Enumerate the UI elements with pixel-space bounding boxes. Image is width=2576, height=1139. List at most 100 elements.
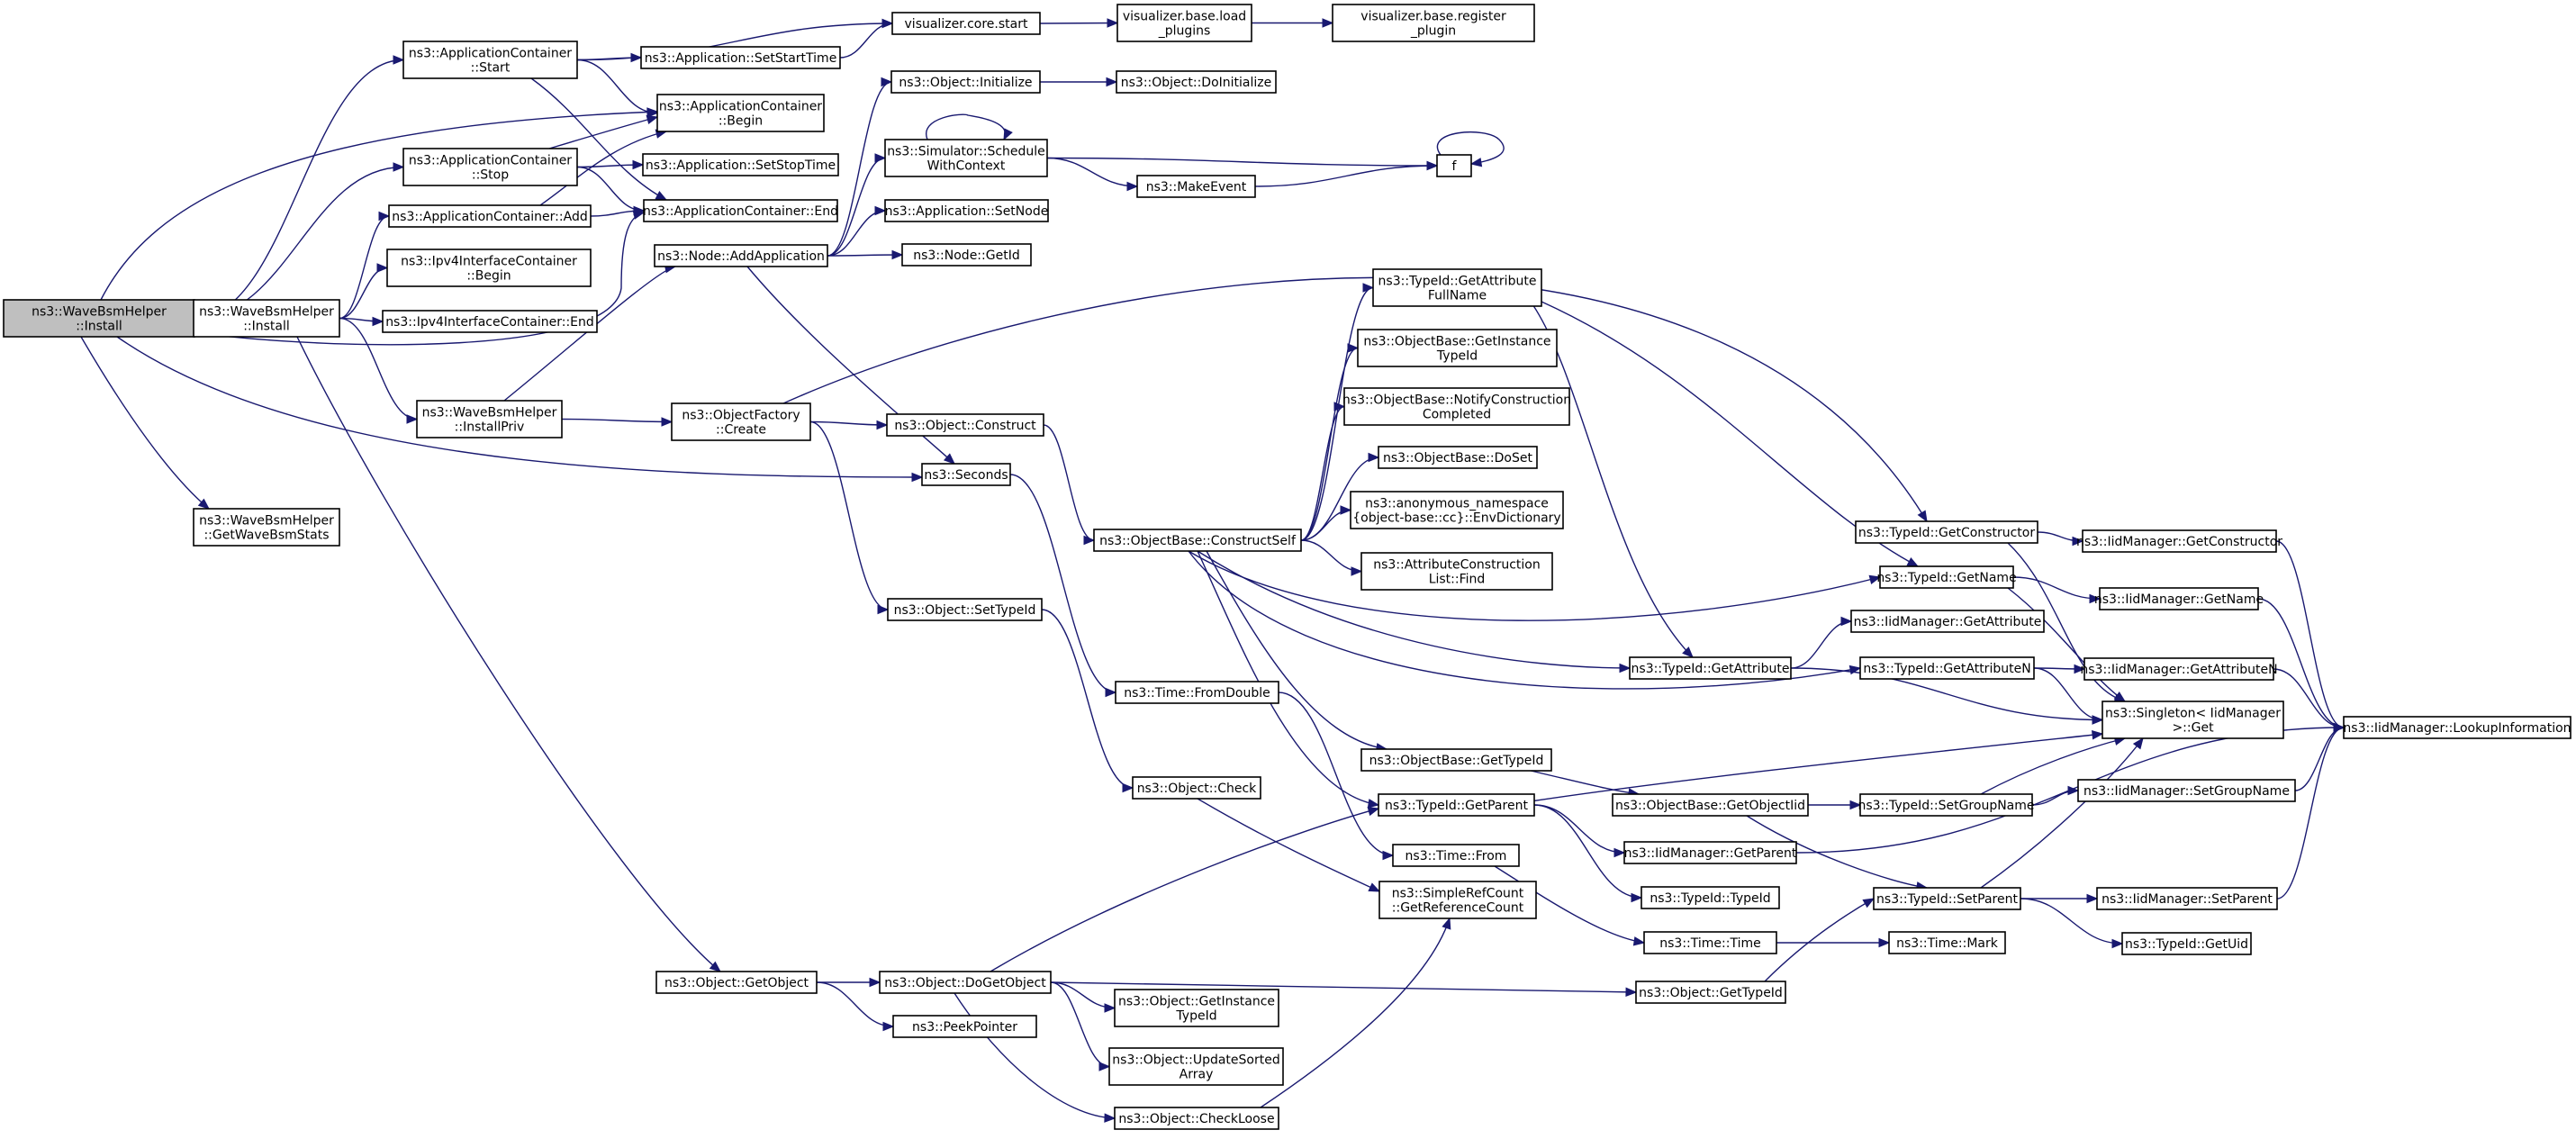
node-n24[interactable]: ns3::Object::DoInitialize xyxy=(1116,70,1277,94)
node-n43[interactable]: ns3::Singleton< IidManager>::Get xyxy=(2101,701,2284,739)
arrowhead xyxy=(646,114,659,125)
node-n61[interactable]: ns3::SimpleRefCount::GetReferenceCount xyxy=(1378,881,1537,919)
arrowhead xyxy=(1862,898,1876,908)
node-n9[interactable]: ns3::Application::SetStartTime xyxy=(640,46,841,69)
node-n37[interactable]: ns3::TypeId::GetName xyxy=(1876,565,2017,589)
node-n58[interactable]: ns3::Time::Time xyxy=(1643,931,1777,954)
node-n19[interactable]: ns3::ObjectFactory::Create xyxy=(671,402,811,441)
edge-n52-to-n43 xyxy=(1980,737,2144,889)
node-n10[interactable]: ns3::Application::SetStopTime xyxy=(642,153,839,176)
node-n15[interactable]: ns3::Object::GetObject xyxy=(655,971,818,994)
node-n4[interactable]: ns3::ApplicationContainer::End xyxy=(643,199,838,222)
edge-line xyxy=(1530,733,2103,802)
node-n64[interactable]: ns3::Object::GetTypeId xyxy=(1635,981,1786,1004)
node-n55[interactable]: ns3::TypeId::GetUid xyxy=(2121,932,2252,955)
node-n18[interactable]: ns3::Node::AddApplication xyxy=(654,244,828,267)
node-n3[interactable]: ns3::ApplicationContainer::Stop xyxy=(402,148,578,186)
node-n34[interactable]: ns3::ObjectBase::DoSet xyxy=(1378,446,1538,469)
node-label-line: ::InstallPriv xyxy=(455,420,525,435)
node-n48[interactable]: ns3::ObjectBase::GetObjectIid xyxy=(1612,793,1809,817)
node-n33[interactable]: ns3::ObjectBase::NotifyConstructionCompl… xyxy=(1342,387,1571,426)
node-label-line: ns3::Object::GetInstance xyxy=(1118,995,1275,1009)
node-n14[interactable]: ns3::WaveBsmHelper::InstallPriv xyxy=(416,400,563,438)
node-n28[interactable]: ns3::Object::Construct xyxy=(886,413,1044,437)
node-n40[interactable]: ns3::ObjectBase::GetTypeId xyxy=(1360,748,1552,772)
edge-n14-to-n19 xyxy=(561,417,673,427)
node-n52[interactable]: ns3::TypeId::SetParent xyxy=(1873,887,2021,910)
node-label-line: ns3::Time::Mark xyxy=(1896,936,1999,951)
node-n26[interactable]: ns3::MakeEvent xyxy=(1136,175,1256,198)
node-n23[interactable]: ns3::Node::GetId xyxy=(901,243,1032,267)
node-n35[interactable]: ns3::anonymous_namespace{object-base::cc… xyxy=(1350,491,1564,529)
node-n29[interactable]: ns3::Object::SetTypeId xyxy=(887,598,1043,621)
edge-line xyxy=(2294,727,2345,791)
edge-line xyxy=(116,336,923,478)
node-n53[interactable]: ns3::IidManager::SetGroupName xyxy=(2077,779,2296,802)
arrowhead xyxy=(1083,535,1096,546)
node-n16[interactable]: visualizer.base.load_plugins xyxy=(1116,4,1252,42)
edge-n30-to-n33 xyxy=(1300,402,1346,541)
node-n59[interactable]: ns3::Time::Mark xyxy=(1888,931,2006,954)
node-box xyxy=(1378,881,1537,919)
node-n62[interactable]: ns3::Object::DoGetObject xyxy=(879,971,1052,994)
node-n13[interactable]: ns3::Ipv4InterfaceContainer::End xyxy=(382,310,598,333)
edge-n21-to-n26 xyxy=(1046,157,1139,192)
edge-n5-to-n12 xyxy=(339,263,389,320)
node-n54[interactable]: ns3::IidManager::SetParent xyxy=(2096,887,2278,910)
node-n60[interactable]: ns3::Object::Check xyxy=(1132,776,1261,800)
node-box xyxy=(2083,657,2274,681)
node-n0[interactable]: ns3::WaveBsmHelper::Install xyxy=(3,299,195,338)
node-n39[interactable]: ns3::TypeId::GetAttributeN xyxy=(1859,656,2035,680)
node-n56[interactable]: ns3::Time::FromDouble xyxy=(1115,681,1279,704)
node-n50[interactable]: ns3::TypeId::TypeId xyxy=(1641,886,1780,909)
node-box xyxy=(388,204,592,228)
node-n63[interactable]: ns3::PeekPointer xyxy=(892,1015,1037,1038)
node-n6[interactable]: ns3::WaveBsmHelper::GetWaveBsmStats xyxy=(193,508,340,547)
node-n27[interactable]: ns3::TypeId::GetConstructor xyxy=(1855,520,2038,544)
node-label-line: >::Get xyxy=(2172,721,2214,736)
node-n57[interactable]: ns3::Time::From xyxy=(1392,844,1520,867)
arrowhead xyxy=(1105,687,1117,698)
node-n12[interactable]: ns3::Ipv4InterfaceContainer::Begin xyxy=(386,249,592,287)
node-n41[interactable]: ns3::TypeId::GetParent xyxy=(1378,793,1535,817)
node-n49[interactable]: ns3::IidManager::GetParent xyxy=(1623,841,1797,864)
arrowhead xyxy=(943,453,955,465)
arrowhead xyxy=(1632,936,1646,946)
edge-n5-to-n13 xyxy=(339,316,384,327)
arrowhead xyxy=(874,153,887,163)
node-n44[interactable]: ns3::IidManager::LookupInformation xyxy=(2343,716,2571,739)
node-n20[interactable]: ns3::Object::Initialize xyxy=(890,70,1041,94)
node-n51[interactable]: ns3::TypeId::SetGroupName xyxy=(1857,793,2035,817)
node-n38[interactable]: ns3::TypeId::GetAttribute xyxy=(1629,656,1792,680)
node-n11[interactable]: ns3::ApplicationContainer::Add xyxy=(388,204,592,228)
edge-line xyxy=(1197,550,1631,669)
edge-n19-to-n28 xyxy=(809,420,889,430)
node-n8[interactable]: visualizer.core.start xyxy=(891,12,1041,35)
node-n67[interactable]: ns3::Object::CheckLoose xyxy=(1114,1107,1279,1130)
node-n17[interactable]: visualizer.base.register_plugin xyxy=(1332,4,1535,42)
arrowhead xyxy=(406,414,419,424)
edge-n60-to-n61 xyxy=(1197,798,1381,892)
node-n22[interactable]: ns3::Application::SetNode xyxy=(884,199,1049,222)
node-n42[interactable]: ns3::IidManager::GetConstructor xyxy=(2076,529,2282,553)
node-n25[interactable]: f xyxy=(1436,154,1472,177)
node-n5[interactable]: ns3::WaveBsmHelper::Install xyxy=(193,299,340,338)
node-n1[interactable]: ns3::ApplicationContainer::Start xyxy=(402,41,578,79)
node-box xyxy=(1623,841,1797,864)
node-label-line: ::Begin xyxy=(466,269,511,284)
node-n7[interactable]: ns3::Seconds xyxy=(921,463,1011,486)
node-n47[interactable]: ns3::IidManager::GetAttributeN xyxy=(2080,657,2278,681)
arrowhead xyxy=(1351,566,1363,576)
edge-line xyxy=(2007,542,2126,702)
node-n2[interactable]: ns3::ApplicationContainer::Begin xyxy=(656,94,825,132)
node-n45[interactable]: ns3::IidManager::GetName xyxy=(2094,587,2264,610)
node-label-line: ns3::Node::GetId xyxy=(913,249,1019,263)
node-n46[interactable]: ns3::IidManager::GetAttribute xyxy=(1850,610,2045,633)
node-n30[interactable]: ns3::ObjectBase::ConstructSelf xyxy=(1093,529,1302,552)
